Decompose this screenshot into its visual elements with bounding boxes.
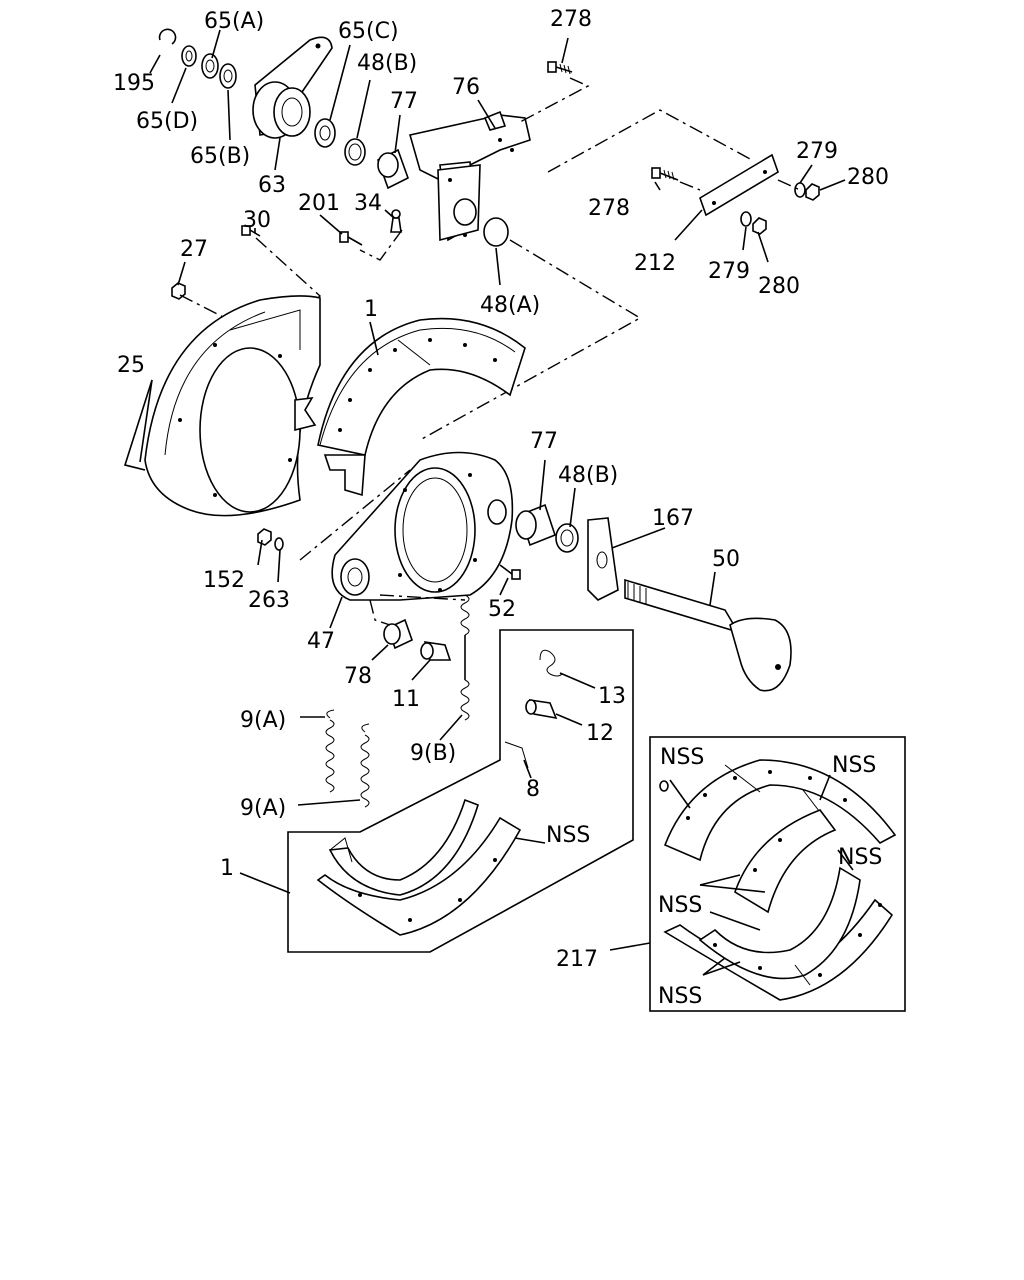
seal-48b-top bbox=[344, 138, 366, 166]
label-78: 78 bbox=[344, 664, 372, 689]
clip-13 bbox=[539, 649, 563, 677]
washer-65b bbox=[219, 63, 237, 89]
label-195: 195 bbox=[113, 71, 155, 96]
label-48b-mid: 48(B) bbox=[558, 463, 618, 488]
label-77-top: 77 bbox=[390, 89, 418, 114]
plate-212 bbox=[699, 153, 779, 217]
nut-280-right bbox=[805, 183, 820, 201]
label-nss-lower: NSS bbox=[546, 823, 590, 848]
washer-279-right bbox=[794, 182, 806, 198]
label-52: 52 bbox=[488, 597, 516, 622]
label-11: 11 bbox=[392, 687, 420, 712]
label-65a: 65(A) bbox=[204, 9, 264, 34]
washer-65a bbox=[201, 53, 219, 79]
label-25: 25 bbox=[117, 353, 145, 378]
bushing-77-top bbox=[377, 148, 409, 190]
label-9a-2: 9(A) bbox=[240, 796, 286, 821]
bolt-278-mid bbox=[651, 167, 679, 181]
label-1-lower: 1 bbox=[220, 856, 234, 881]
label-201: 201 bbox=[298, 191, 340, 216]
label-nss-kit-2: NSS bbox=[832, 753, 876, 778]
seal-48b-mid bbox=[555, 523, 579, 553]
label-50: 50 bbox=[712, 547, 740, 572]
roller-11 bbox=[420, 641, 452, 661]
label-1-top: 1 bbox=[364, 297, 378, 322]
label-nss-kit-1: NSS bbox=[660, 745, 704, 770]
bushing-77-mid bbox=[515, 503, 556, 547]
brake-shoe-1-lower bbox=[316, 798, 522, 936]
spring-9a-2 bbox=[360, 723, 370, 808]
bolt-52 bbox=[499, 564, 521, 580]
leader-lines bbox=[123, 29, 846, 629]
grease-fitting-34 bbox=[390, 209, 402, 233]
label-65c: 65(C) bbox=[338, 19, 399, 44]
kit-217-box bbox=[609, 736, 906, 1012]
label-9b: 9(B) bbox=[410, 741, 456, 766]
brake-assembly-group bbox=[144, 295, 792, 721]
label-27: 27 bbox=[180, 237, 208, 262]
label-48a: 48(A) bbox=[480, 293, 540, 318]
label-278-mid: 278 bbox=[588, 196, 630, 221]
camshaft-50 bbox=[624, 578, 792, 692]
label-34: 34 bbox=[354, 191, 382, 216]
lower-parts-group bbox=[239, 629, 634, 953]
label-77-mid: 77 bbox=[530, 429, 558, 454]
label-63: 63 bbox=[258, 173, 286, 198]
label-217: 217 bbox=[556, 947, 598, 972]
washer-65c bbox=[314, 118, 336, 148]
label-212: 212 bbox=[634, 251, 676, 276]
label-167: 167 bbox=[652, 506, 694, 531]
label-13: 13 bbox=[598, 684, 626, 709]
plug-48a bbox=[483, 217, 509, 247]
washer-65d bbox=[181, 45, 197, 67]
snap-ring-195 bbox=[158, 28, 177, 45]
wire-8 bbox=[504, 741, 529, 769]
nut-152 bbox=[257, 528, 272, 546]
label-48b-top: 48(B) bbox=[357, 51, 417, 76]
spider-47 bbox=[331, 451, 514, 601]
pin-12 bbox=[525, 699, 558, 720]
label-nss-kit-4: NSS bbox=[658, 893, 702, 918]
label-152: 152 bbox=[203, 568, 245, 593]
label-279-right: 279 bbox=[796, 139, 838, 164]
slack-adjuster-group bbox=[158, 28, 820, 441]
nut-280-bottom bbox=[752, 217, 767, 235]
part-labels: 195 65(A) 65(D) 65(B) 63 65(C) 48(B) 77 … bbox=[113, 7, 889, 1009]
label-nss-kit-3: NSS bbox=[838, 845, 882, 870]
label-280-right: 280 bbox=[847, 165, 889, 190]
label-47: 47 bbox=[307, 629, 335, 654]
shoe-assembly-frame bbox=[287, 629, 634, 953]
spring-9a-1 bbox=[325, 709, 335, 793]
label-278-top: 278 bbox=[550, 7, 592, 32]
label-12: 12 bbox=[586, 721, 614, 746]
bracket-76 bbox=[408, 110, 531, 242]
slack-adjuster-63 bbox=[252, 36, 333, 139]
label-65d: 65(D) bbox=[136, 109, 198, 134]
bolt-201 bbox=[339, 231, 363, 246]
label-263: 263 bbox=[248, 588, 290, 613]
brake-shoe-1-top bbox=[317, 317, 526, 497]
washer-263 bbox=[274, 537, 284, 551]
spring-9b bbox=[460, 594, 470, 721]
plate-167 bbox=[587, 517, 619, 601]
label-30: 30 bbox=[243, 208, 271, 233]
dust-shield-25 bbox=[144, 295, 321, 517]
label-65b: 65(B) bbox=[190, 144, 250, 169]
label-nss-kit-5: NSS bbox=[658, 984, 702, 1009]
washer-279-bottom bbox=[740, 211, 752, 227]
label-280-bottom: 280 bbox=[758, 274, 800, 299]
label-279-bottom: 279 bbox=[708, 259, 750, 284]
bushing-78 bbox=[383, 618, 413, 650]
label-76: 76 bbox=[452, 75, 480, 100]
label-8: 8 bbox=[526, 777, 540, 802]
label-9a-1: 9(A) bbox=[240, 708, 286, 733]
bolt-278-top bbox=[547, 61, 573, 75]
